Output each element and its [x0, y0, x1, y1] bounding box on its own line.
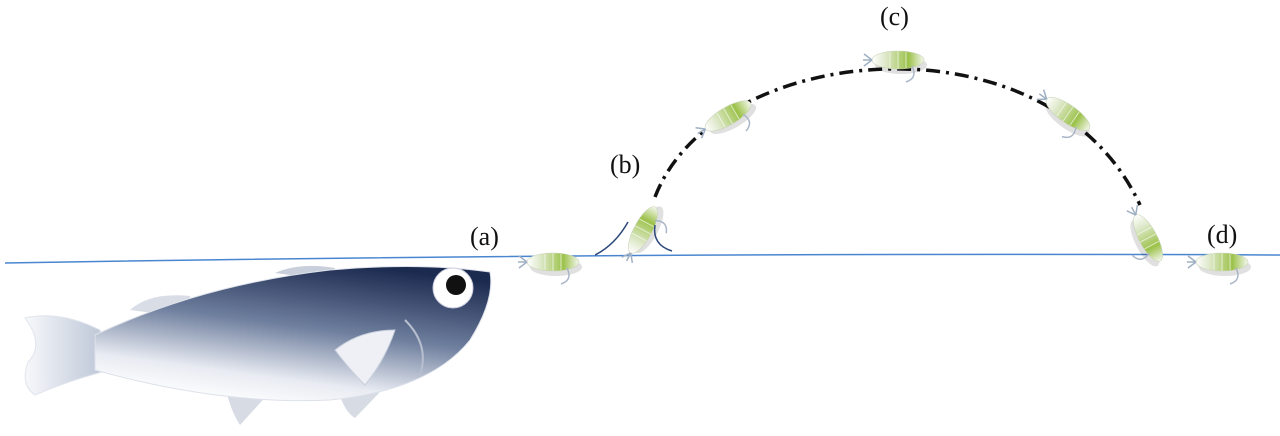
fish	[24, 265, 492, 425]
copepod-b-antenna	[653, 224, 673, 252]
fish-anal-fin	[340, 392, 380, 418]
fish-gill	[404, 319, 424, 376]
label-a: (a)	[470, 222, 499, 251]
copepod-landing	[1111, 202, 1171, 275]
label-d: (d)	[1207, 220, 1238, 249]
label-c: (c)	[880, 2, 909, 31]
fish-body	[94, 265, 492, 402]
water-surface-line	[4, 253, 1280, 264]
fish-pupil	[446, 275, 466, 295]
copepod-b	[617, 199, 677, 272]
label-b: (b)	[610, 150, 641, 179]
copepod-a	[517, 252, 583, 285]
copepod-jump-2	[1025, 85, 1098, 150]
copepod-c	[862, 50, 928, 83]
copepod-d	[1186, 252, 1252, 285]
fish-pectoral-fin	[334, 329, 396, 386]
fish-tail	[24, 315, 111, 396]
copepod-b-antenna	[594, 221, 629, 256]
copepod-jump-1	[692, 92, 765, 154]
